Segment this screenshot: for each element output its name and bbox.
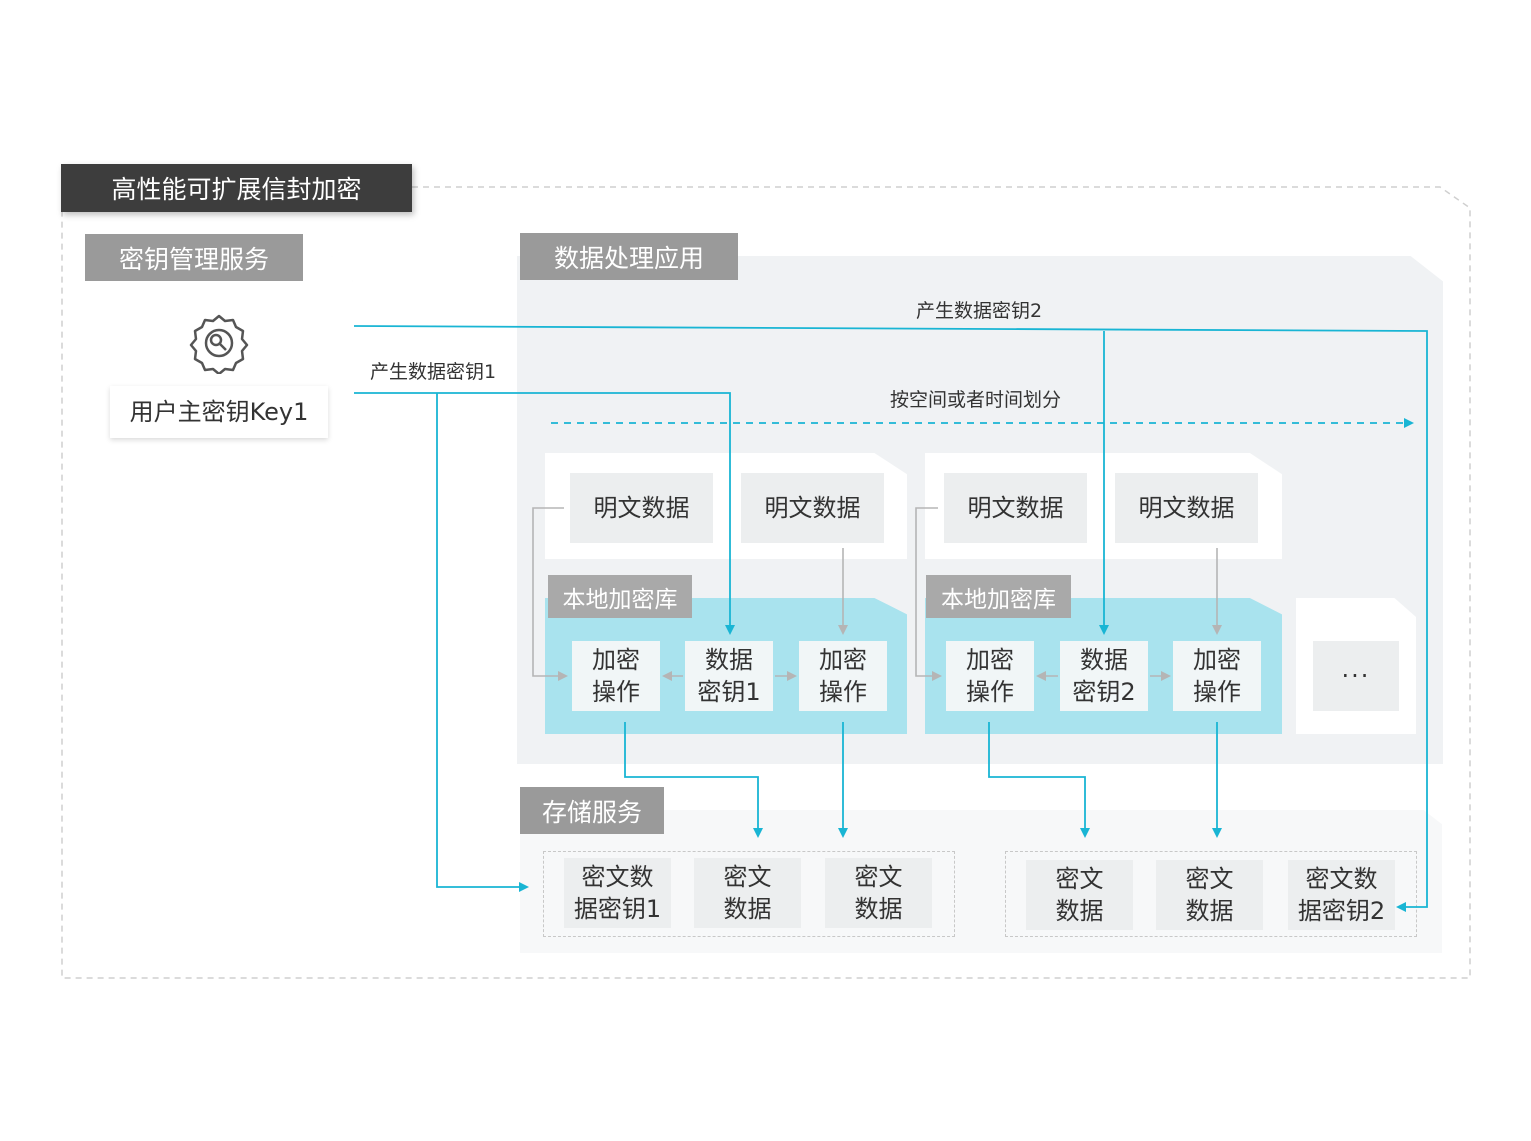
kms-tab: 密钥管理服务 <box>85 234 303 281</box>
ciphertext-data: 密文 数据 <box>694 858 801 928</box>
ciphertext-data: 密文 数据 <box>825 858 932 928</box>
data-key-1: 数据 密钥1 <box>685 641 773 711</box>
page-title: 高性能可扩展信封加密 <box>61 164 412 212</box>
ciphertext-data: 密文 数据 <box>1156 860 1263 930</box>
gen-key1-label: 产生数据密钥1 <box>370 361 497 383</box>
encrypt-op: 加密 操作 <box>572 641 660 711</box>
app-tab: 数据处理应用 <box>520 233 738 280</box>
encrypt-op: 加密 操作 <box>1173 641 1261 711</box>
local-vault-tab-2: 本地加密库 <box>926 575 1071 618</box>
ciphertext-data: 密文 数据 <box>1026 860 1133 930</box>
master-key-label: 用户主密钥Key1 <box>110 386 328 438</box>
gear-key-icon <box>189 314 249 374</box>
gen-key2-label: 产生数据密钥2 <box>916 300 1043 322</box>
plaintext-data: 明文数据 <box>570 473 713 543</box>
encrypt-op: 加密 操作 <box>946 641 1034 711</box>
encrypted-data-key-1: 密文数 据密钥1 <box>564 858 671 928</box>
local-vault-tab-1: 本地加密库 <box>548 575 692 618</box>
storage-tab: 存储服务 <box>520 787 664 834</box>
data-key-2: 数据 密钥2 <box>1060 641 1148 711</box>
more-ellipsis: ··· <box>1313 641 1399 711</box>
encrypted-data-key-2: 密文数 据密钥2 <box>1288 860 1395 930</box>
plaintext-data: 明文数据 <box>1115 473 1258 543</box>
plaintext-data: 明文数据 <box>944 473 1087 543</box>
encrypt-op: 加密 操作 <box>799 641 887 711</box>
plaintext-data: 明文数据 <box>741 473 884 543</box>
partition-label: 按空间或者时间划分 <box>890 389 1062 411</box>
